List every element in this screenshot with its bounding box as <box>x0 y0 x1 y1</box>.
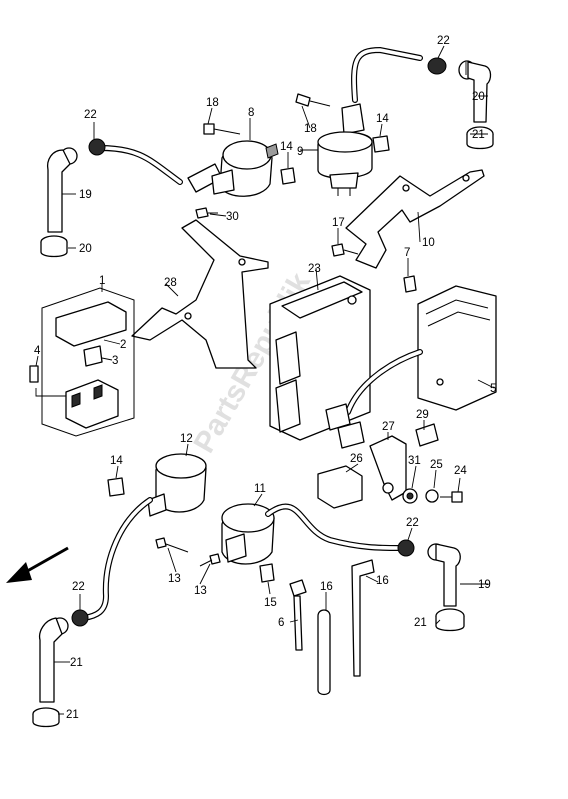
callout-13-b: 13 <box>194 585 207 597</box>
plug-cap-top-left <box>40 138 183 258</box>
callout-6: 6 <box>278 617 284 629</box>
callout-29: 25 <box>430 459 443 471</box>
tie-band-16 <box>351 559 375 677</box>
callout-10: 10 <box>422 237 435 249</box>
screw-28 <box>195 207 218 219</box>
ignition-coil-12 <box>147 453 207 517</box>
callout-24: 26 <box>350 453 363 465</box>
callout-5: 5 <box>490 383 496 395</box>
callout-21-bottom-right: 21 <box>414 617 427 629</box>
callout-21-top-right: 21 <box>472 129 485 141</box>
callout-11: 11 <box>254 483 266 495</box>
ignition-coil-11 <box>221 503 275 565</box>
callout-12: 12 <box>180 433 193 445</box>
callout-17: 17 <box>332 217 345 229</box>
callout-18-top: 18 <box>304 123 317 135</box>
bolt-7 <box>403 275 417 293</box>
callout-9: 9 <box>297 146 303 158</box>
clamp-6 <box>289 579 307 651</box>
callout-27: 29 <box>416 409 429 421</box>
plug-cap-bottom-left <box>32 497 153 728</box>
bolt-13-b <box>199 553 221 567</box>
spacer-14-left <box>107 477 125 497</box>
callout-14-bottom: 15 <box>264 597 277 609</box>
callout-30: 31 <box>408 455 421 467</box>
regulator-5 <box>417 285 497 411</box>
screw-4 <box>29 365 39 383</box>
connector-24 <box>317 465 363 509</box>
callout-13-a: 13 <box>168 573 181 585</box>
regulator-harness <box>325 349 423 449</box>
ecm-unit-23 <box>269 275 371 441</box>
bolt-31 <box>440 491 463 503</box>
bracket-25 <box>369 435 407 501</box>
bolt-18-left <box>203 123 241 135</box>
callout-25: 27 <box>382 421 395 433</box>
callout-31: 24 <box>454 465 467 477</box>
relay-box-1 <box>41 287 135 437</box>
ignition-coil-9 <box>317 103 373 196</box>
ignition-coil-8 <box>187 140 279 197</box>
callout-22-top-left: 22 <box>84 109 97 121</box>
callout-22-bottom-left: 22 <box>72 581 85 593</box>
callout-20-bottom-right: 19 <box>478 579 491 591</box>
callout-4: 4 <box>34 345 41 357</box>
callout-16: 16 <box>376 575 389 587</box>
bolt-18-top <box>295 93 331 107</box>
callout-1: 1 <box>99 275 105 287</box>
callout-28: 30 <box>226 211 239 223</box>
bracket-10 <box>345 169 485 269</box>
bolt-17 <box>331 243 359 257</box>
plug-cap-bottom-right <box>265 503 465 632</box>
spacer-14-bottom <box>259 563 275 583</box>
callout-23: 23 <box>308 263 321 275</box>
callout-19-top-left: 19 <box>79 189 92 201</box>
spacer-14-top <box>372 135 390 153</box>
callout-26: 28 <box>164 277 177 289</box>
callout-21-top-left: 20 <box>79 243 92 255</box>
leader-lines <box>35 45 495 715</box>
callout-20-top-right: 20 <box>472 91 485 103</box>
washer-29 <box>425 489 439 503</box>
callout-7: 7 <box>404 247 410 259</box>
callout-19-bottom-left: 21 <box>70 657 83 669</box>
callout-18-left: 18 <box>206 97 219 109</box>
callout-3: 3 <box>112 355 118 367</box>
spacer-27 <box>415 423 439 447</box>
bolt-13-a <box>155 537 189 553</box>
callout-14-top: 14 <box>376 113 389 125</box>
front-direction-arrow <box>6 546 69 583</box>
callout-2: 2 <box>120 339 126 351</box>
callout-22-top-right: 22 <box>437 35 450 47</box>
callout-8: 8 <box>248 107 254 119</box>
spacer-14-mid <box>280 167 296 185</box>
callout-14-mid: 14 <box>280 141 293 153</box>
callout-21-bottom-left: 21 <box>66 709 79 721</box>
bracket-26 <box>131 219 269 369</box>
callout-15: 16 <box>320 581 333 593</box>
callout-22-bottom-right: 22 <box>406 517 419 529</box>
band-15 <box>317 609 331 696</box>
callout-labels: 22 20 21 18 9 14 8 18 14 22 19 20 30 17 … <box>34 35 496 721</box>
washer-30 <box>402 488 418 504</box>
callout-14-left: 14 <box>110 455 123 467</box>
